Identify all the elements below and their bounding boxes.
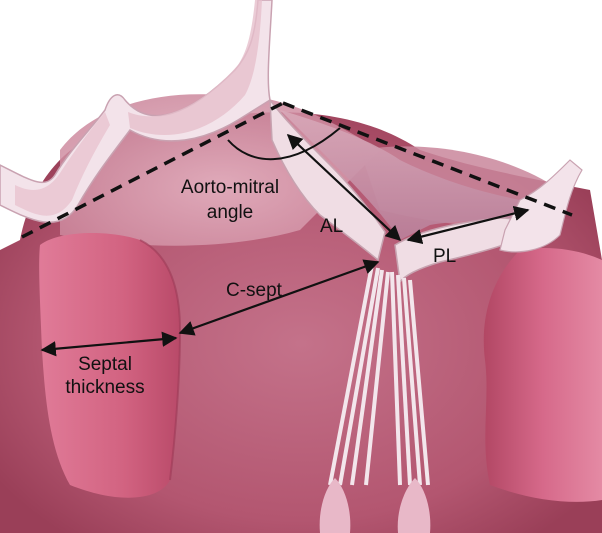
septal-label: Septal <box>60 355 150 376</box>
aorto-mitral-label: Aorto-mitral <box>165 178 295 199</box>
angle-label: angle <box>190 203 270 224</box>
thickness-label: thickness <box>55 378 155 399</box>
c-sept-label: C-sept <box>226 281 282 302</box>
posterior-wall <box>484 248 602 502</box>
anterior-leaflet-label: AL <box>320 217 343 238</box>
posterior-leaflet-label: PL <box>433 247 456 268</box>
